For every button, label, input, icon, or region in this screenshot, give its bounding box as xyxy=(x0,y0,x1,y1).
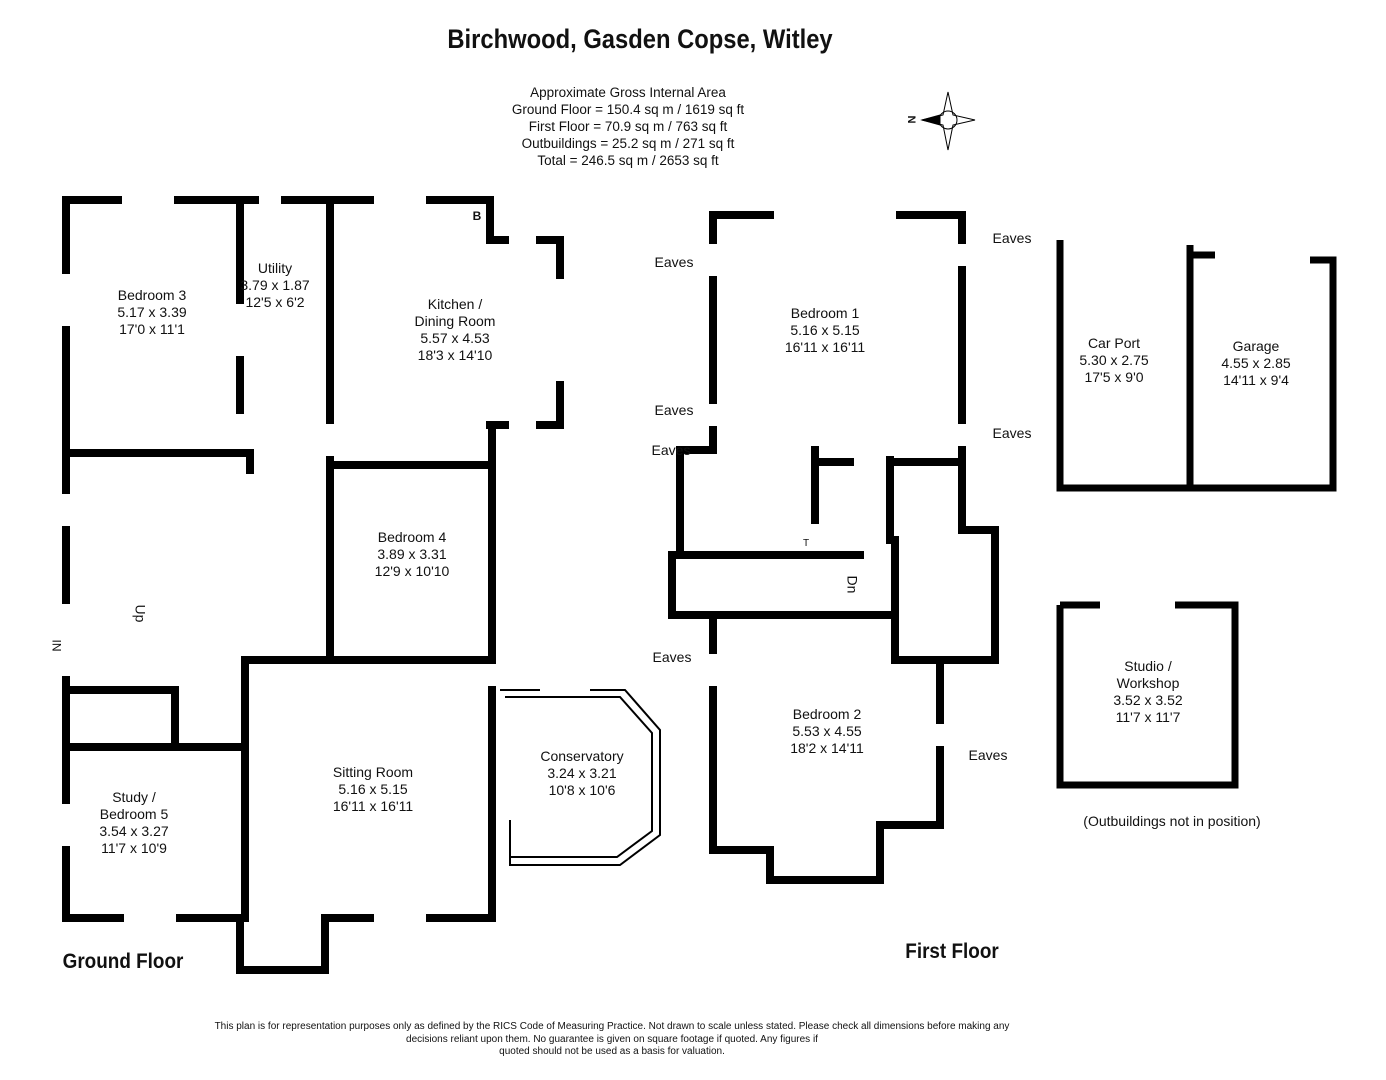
stairs-down-label: Dn xyxy=(844,575,861,594)
room-dimensions-metric: 3.24 x 3.21 xyxy=(547,765,617,781)
eaves-label: Eaves xyxy=(651,442,691,458)
room-dimensions-imperial: 14'11 x 9'4 xyxy=(1223,372,1289,388)
room-dimensions-imperial: 18'2 x 14'11 xyxy=(790,740,864,756)
room-name: Garage xyxy=(1232,338,1280,354)
room-dimensions-imperial: 16'11 x 16'11 xyxy=(784,339,866,355)
room-name: Sitting Room xyxy=(332,764,414,780)
room-name-line2: Workshop xyxy=(1116,675,1180,691)
room-bedroom-2: Bedroom 2 5.53 x 4.55 18'2 x 14'11 xyxy=(790,706,864,757)
room-name: Studio / xyxy=(1124,658,1172,674)
room-bedroom-3: Bedroom 3 5.17 x 3.39 17'0 x 11'1 xyxy=(117,287,186,338)
room-conservatory: Conservatory 3.24 x 3.21 10'8 x 10'6 xyxy=(540,748,623,799)
area-heading: Approximate Gross Internal Area xyxy=(530,85,726,100)
room-kitchen-dining: Kitchen / Dining Room 5.57 x 4.53 18'3 x… xyxy=(415,296,496,364)
ground-floor-walls xyxy=(62,196,564,974)
room-dimensions-metric: 5.16 x 5.15 xyxy=(790,322,860,338)
room-name: Bedroom 4 xyxy=(377,529,447,545)
room-dimensions-metric: 3.79 x 1.87 xyxy=(240,277,310,293)
room-name: Car Port xyxy=(1087,335,1141,351)
room-studio-workshop: Studio / Workshop 3.52 x 3.52 11'7 x 11'… xyxy=(1113,658,1182,726)
entrance-label: IN xyxy=(49,639,64,652)
room-dimensions-imperial: 11'7 x 11'7 xyxy=(1115,709,1181,725)
first-floor-walls xyxy=(668,211,999,884)
room-dimensions-imperial: 12'5 x 6'2 xyxy=(245,294,305,310)
room-utility: Utility 3.79 x 1.87 12'5 x 6'2 xyxy=(240,260,309,311)
room-name: Bedroom 3 xyxy=(117,287,187,303)
eaves-label: Eaves xyxy=(654,254,694,270)
eaves-label: Eaves xyxy=(992,425,1032,441)
eaves-label: Eaves xyxy=(968,747,1008,763)
first-floor-label: First Floor xyxy=(905,940,999,963)
eaves-label: Eaves xyxy=(654,402,694,418)
room-dimensions-imperial: 17'5 x 9'0 xyxy=(1084,369,1144,385)
room-dimensions-metric: 5.16 x 5.15 xyxy=(338,781,408,797)
room-dimensions-imperial: 18'3 x 14'10 xyxy=(417,347,493,363)
room-study-bedroom-5: Study / Bedroom 5 3.54 x 3.27 11'7 x 10'… xyxy=(99,789,168,857)
conservatory-outline xyxy=(500,689,661,866)
ground-floor-label: Ground Floor xyxy=(62,950,184,973)
tank-label: T xyxy=(802,538,810,549)
room-name-line2: Dining Room xyxy=(414,313,496,329)
room-bedroom-4: Bedroom 4 3.89 x 3.31 12'9 x 10'10 xyxy=(375,529,450,580)
disclaimer-line-3: quoted should not be used as a basis for… xyxy=(499,1046,725,1057)
room-dimensions-metric: 5.17 x 3.39 xyxy=(117,304,187,320)
outbuilding-walls xyxy=(1056,240,1337,789)
room-dimensions-imperial: 12'9 x 10'10 xyxy=(374,563,450,579)
disclaimer-line-1: This plan is for representation purposes… xyxy=(214,1021,1010,1032)
room-dimensions-metric: 4.55 x 2.85 xyxy=(1221,355,1291,371)
room-name: Study / xyxy=(112,789,156,805)
compass-rose xyxy=(920,91,976,151)
area-ground: Ground Floor = 150.4 sq m / 1619 sq ft xyxy=(511,102,745,117)
room-name-line2: Bedroom 5 xyxy=(99,806,169,822)
room-dimensions-metric: 5.57 x 4.53 xyxy=(420,330,490,346)
area-outbuildings: Outbuildings = 25.2 sq m / 271 sq ft xyxy=(521,136,735,151)
outbuildings-note: (Outbuildings not in position) xyxy=(1083,813,1261,829)
room-garage: Garage 4.55 x 2.85 14'11 x 9'4 xyxy=(1221,338,1290,389)
area-first: First Floor = 70.9 sq m / 763 sq ft xyxy=(528,119,728,134)
plan-title: Birchwood, Gasden Copse, Witley xyxy=(447,24,833,54)
eaves-label: Eaves xyxy=(652,649,692,665)
room-name: Kitchen / xyxy=(427,296,483,312)
compass-north-label: N xyxy=(906,115,919,124)
room-dimensions-metric: 5.53 x 4.55 xyxy=(792,723,862,739)
room-dimensions-metric: 5.30 x 2.75 xyxy=(1079,352,1149,368)
room-dimensions-metric: 3.54 x 3.27 xyxy=(99,823,169,839)
eaves-label: Eaves xyxy=(992,230,1032,246)
room-name: Bedroom 2 xyxy=(792,706,862,722)
room-dimensions-imperial: 17'0 x 11'1 xyxy=(119,321,185,337)
room-name: Utility xyxy=(257,260,293,276)
stairs-up-label: Up xyxy=(132,604,149,623)
room-dimensions-imperial: 11'7 x 10'9 xyxy=(101,840,167,856)
room-sitting-room: Sitting Room 5.16 x 5.15 16'11 x 16'11 xyxy=(333,764,413,815)
room-bedroom-1: Bedroom 1 5.16 x 5.15 16'11 x 16'11 xyxy=(785,305,865,356)
area-total: Total = 246.5 sq m / 2653 sq ft xyxy=(537,153,719,168)
boiler-label: B xyxy=(472,209,482,223)
room-dimensions-imperial: 16'11 x 16'11 xyxy=(332,798,414,814)
room-name: Bedroom 1 xyxy=(790,305,860,321)
room-dimensions-metric: 3.52 x 3.52 xyxy=(1113,692,1183,708)
room-name: Conservatory xyxy=(540,748,624,764)
room-car-port: Car Port 5.30 x 2.75 17'5 x 9'0 xyxy=(1079,335,1148,386)
room-dimensions-imperial: 10'8 x 10'6 xyxy=(548,782,616,798)
room-dimensions-metric: 3.89 x 3.31 xyxy=(377,546,447,562)
disclaimer-line-2: decisions reliant upon them. No guarante… xyxy=(406,1034,818,1045)
